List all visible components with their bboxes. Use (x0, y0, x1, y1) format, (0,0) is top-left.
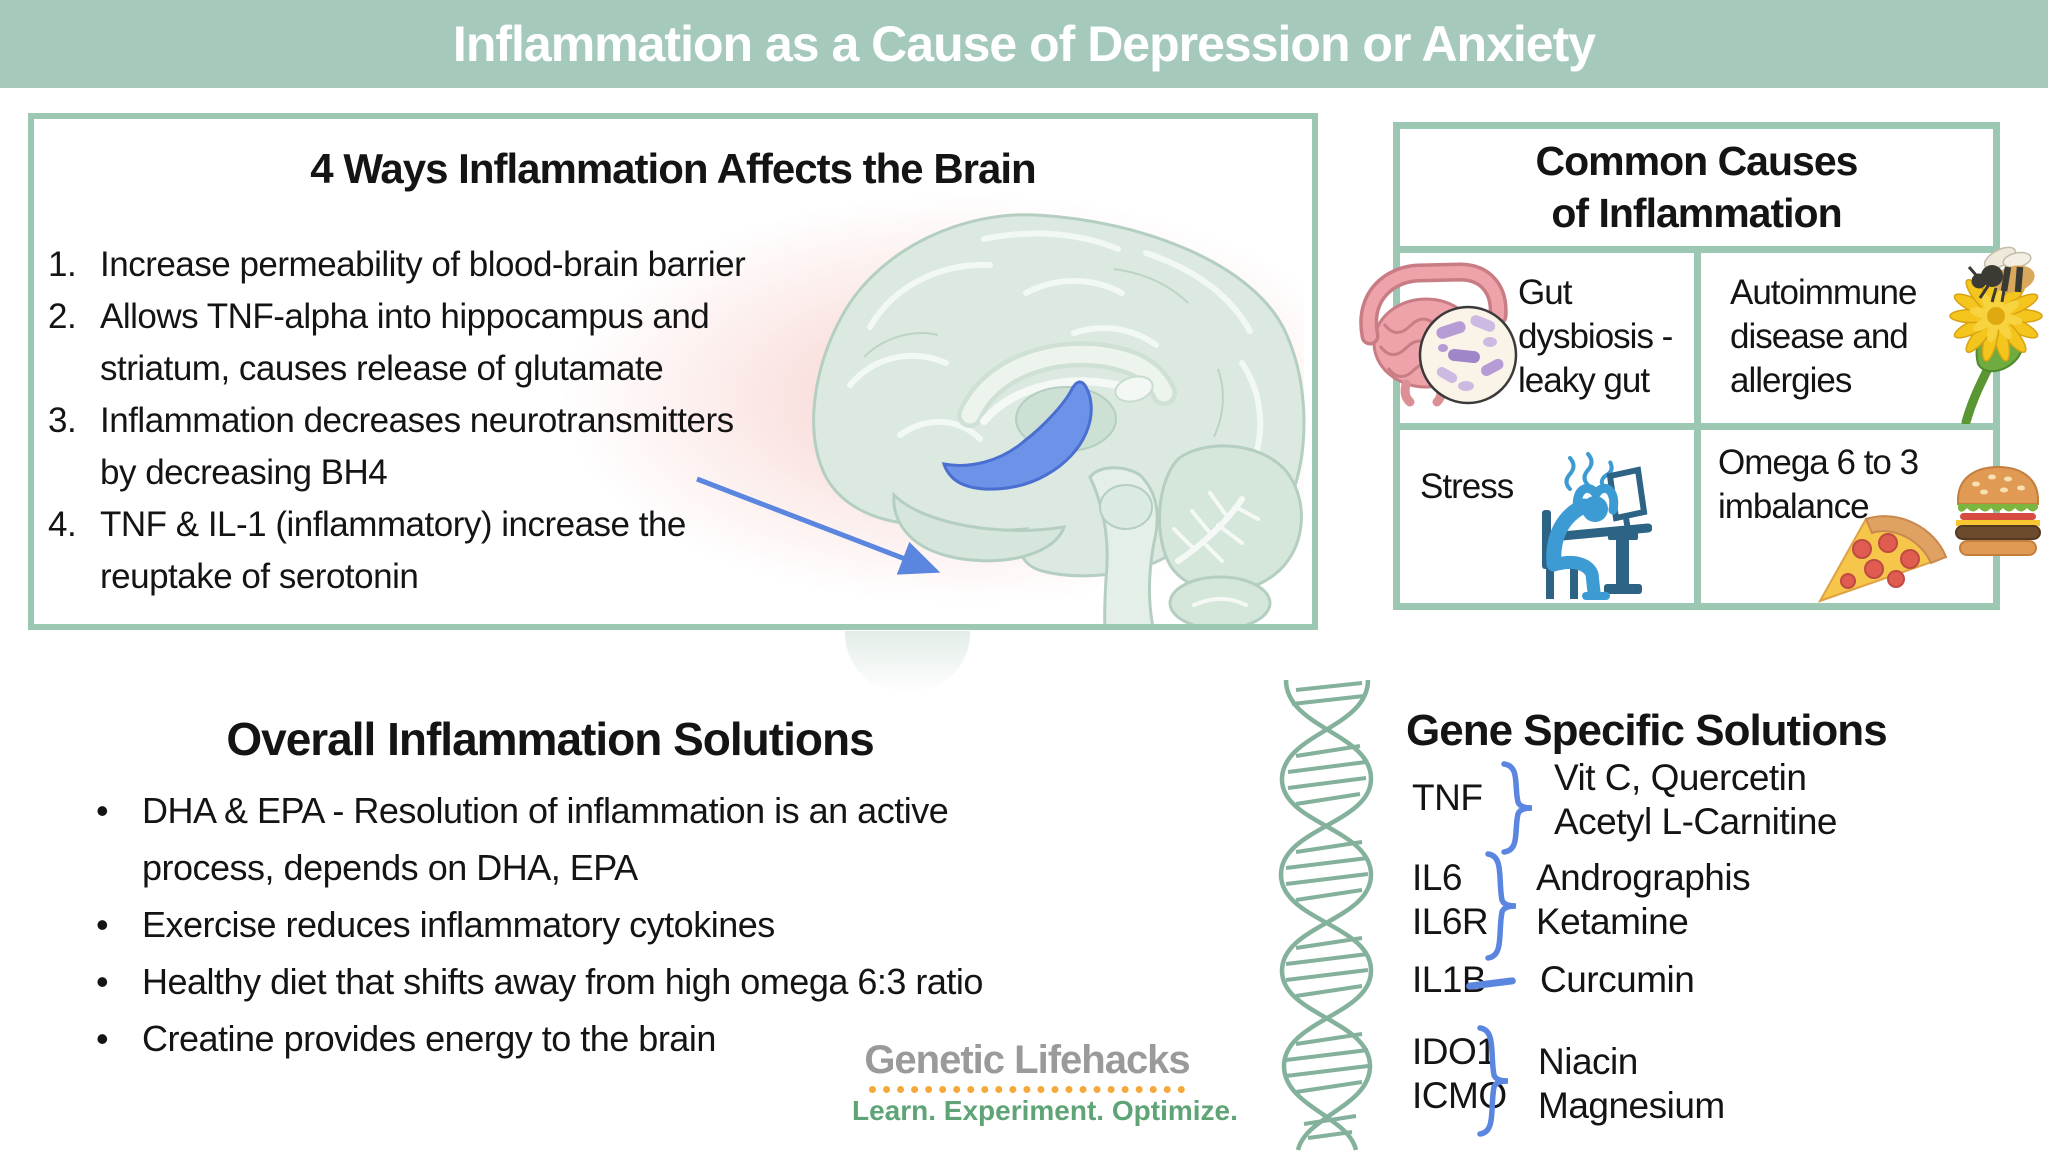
solutions-title: Overall Inflammation Solutions (226, 713, 874, 765)
gene-solutions-group: Curcumin (1540, 959, 1695, 1000)
brace-connector (1485, 851, 1517, 961)
brace-connector (1501, 761, 1533, 855)
stress-squiggles (1564, 452, 1614, 491)
bee (1967, 246, 2035, 303)
cerebellum-lower-lobe (1168, 575, 1272, 624)
person (1546, 484, 1619, 600)
bullet: • (96, 904, 109, 945)
dna-rungs (1285, 681, 1369, 1140)
list-item: • Creatine provides energy to the brain (92, 1010, 1132, 1067)
bullet: • (96, 961, 109, 1002)
stressed-person-icon (1542, 452, 1652, 600)
list-item: 3. Inflammation decreases neurotransmitt… (40, 395, 760, 499)
pizza-icon (1817, 515, 1948, 603)
brace-connector (1477, 1025, 1509, 1137)
corpus-callosum (961, 345, 1173, 424)
list-item: 1. Increase permeability of blood-brain … (40, 239, 760, 291)
pepperoni (1840, 533, 1920, 589)
grid-divider (1694, 246, 1701, 603)
sesame-seeds (1972, 474, 2025, 495)
brainstem-fade (845, 631, 970, 693)
causes-panel-title: Common Causes of Inflammation (1535, 138, 1859, 236)
hippocampus-highlight (941, 380, 1093, 491)
gene-label-group: IL1B (1412, 959, 1487, 1000)
cause-gut-dysbiosis: Gut dysbiosis - leaky gut (1518, 273, 1673, 400)
bacteria (1436, 315, 1504, 391)
list-number: 2. (48, 297, 77, 336)
list-number: 4. (48, 505, 77, 544)
dna-helix-illustration (1278, 679, 1374, 1151)
list-item: 2. Allows TNF-alpha into hippocampus and… (40, 291, 760, 395)
gene-solutions-title: Gene Specific Solutions (1406, 706, 1888, 755)
brain-panel-title: 4 Ways Inflammation Affects the Brain (310, 145, 1036, 192)
cause-autoimmune: Autoimmune disease and allergies (1730, 273, 1917, 400)
list-item: • Healthy diet that shifts away from hig… (92, 953, 1132, 1010)
list-item: • Exercise reduces inflammatory cytokine… (92, 896, 1132, 953)
brain-effects-panel: 4 Ways Inflammation Affects the Brain 1.… (28, 113, 1318, 630)
ventricle (980, 377, 1128, 425)
intestine-microbiome-icon (1359, 262, 1518, 407)
gene-solutions-group: Vit C, Quercetin Acetyl L-Carnitine (1554, 757, 1838, 842)
brain-effects-list: 1. Increase permeability of blood-brain … (40, 239, 760, 603)
gene-solutions-group: Niacin Magnesium (1538, 1041, 1725, 1126)
white-oval (1114, 375, 1154, 403)
gene-label-group: TNF (1412, 777, 1483, 818)
pons (1099, 484, 1153, 530)
solutions-list: • DHA & EPA - Resolution of inflammation… (92, 782, 1132, 1067)
header-bar: Inflammation as a Cause of Depression or… (0, 0, 2048, 88)
bee-on-flower-icon (1949, 246, 2043, 424)
brain-illustration (812, 213, 1306, 624)
burger-icon (1955, 465, 2041, 556)
cause-omega-imbalance: Omega 6 to 3 imbalance (1718, 443, 1919, 526)
page-title: Inflammation as a Cause of Depression or… (452, 16, 1596, 72)
gene-solutions-group: Andrographis Ketamine (1536, 857, 1751, 942)
logo-tagline: Learn. Experiment. Optimize. (852, 1095, 1238, 1126)
logo-name: Genetic Lifehacks (864, 1038, 1190, 1082)
list-number: 3. (48, 401, 77, 440)
genetic-lifehacks-logo: Genetic Lifehacks Learn. Experiment. Opt… (852, 1038, 1238, 1127)
desk (1557, 523, 1652, 541)
list-number: 1. (48, 245, 77, 284)
bullet: • (96, 1018, 109, 1059)
list-item: 4. TNF & IL-1 (inflammatory) increase th… (40, 499, 760, 603)
gene-label-group: IL6 IL6R (1412, 857, 1489, 942)
bullet: • (96, 790, 109, 831)
arbor-vitae (1172, 491, 1260, 607)
arrow-to-hippocampus (696, 476, 941, 575)
gene-label-group: IDO1 ICMO (1412, 1031, 1507, 1116)
sulci-lines (863, 268, 1224, 438)
cause-stress: Stress (1420, 467, 1514, 506)
logo-dotted-divider (869, 1086, 1185, 1093)
list-item: • DHA & EPA - Resolution of inflammation… (92, 782, 1132, 896)
desk-leg (1604, 532, 1642, 594)
